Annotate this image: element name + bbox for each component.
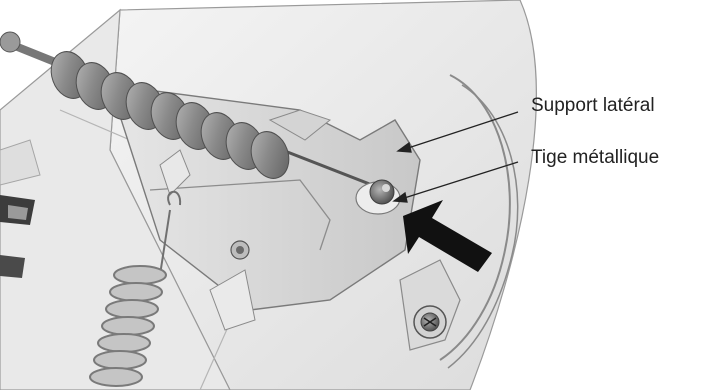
label-support-lateral: Support latéral (531, 95, 655, 117)
label-tige-metallique: Tige métallique (531, 147, 659, 169)
center-screw (231, 241, 249, 259)
screw (414, 306, 446, 338)
